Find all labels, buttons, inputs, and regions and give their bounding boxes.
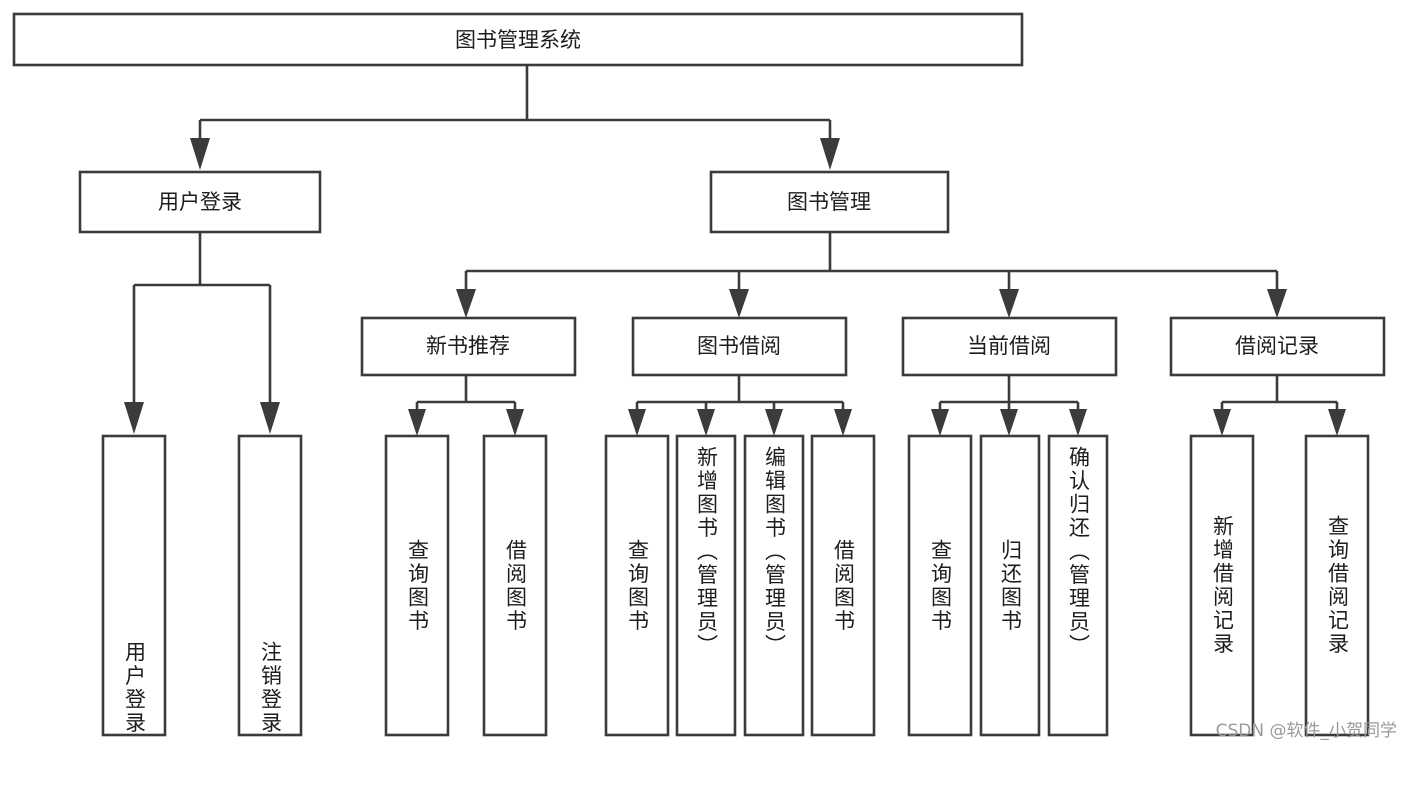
arrowhead-leaf-borrow-book-2: [834, 409, 852, 436]
node-book-borrow[interactable]: 图书借阅: [631, 316, 848, 377]
leaf-confirm-return-box[interactable]: [1047, 434, 1109, 737]
arrowhead-leaf-query-record: [1328, 409, 1346, 436]
node-book-manage-label: 图书管理: [787, 190, 871, 214]
node-user-login[interactable]: 用户登录: [78, 170, 322, 234]
node-new-book-recommend-box[interactable]: [360, 316, 577, 377]
leaf-query-record-box[interactable]: [1304, 434, 1370, 737]
leaf-query-book-1-box[interactable]: [384, 434, 450, 737]
node-book-manage[interactable]: 图书管理: [709, 170, 950, 234]
leaf-borrow-book-2-box[interactable]: [810, 434, 876, 737]
leaf-user-login-box[interactable]: [101, 434, 167, 737]
leaf-add-book-box[interactable]: [675, 434, 737, 737]
arrowhead-book-manage: [820, 138, 840, 170]
node-book-borrow-box[interactable]: [631, 316, 848, 377]
node-new-book-recommend-label: 新书推荐: [426, 334, 510, 358]
arrowhead-leaf-query-book-3: [931, 409, 949, 436]
node-current-borrow[interactable]: 当前借阅: [901, 316, 1118, 377]
node-borrow-record-label: 借阅记录: [1235, 334, 1319, 358]
leaf-boxes: [101, 434, 1370, 737]
node-new-book-recommend[interactable]: 新书推荐: [360, 316, 577, 377]
node-root-box[interactable]: [12, 12, 1024, 67]
arrowhead-user-login: [190, 138, 210, 170]
arrowhead-leaf-confirm-return: [1069, 409, 1087, 436]
node-borrow-record[interactable]: 借阅记录: [1169, 316, 1386, 377]
arrowhead-leaf-return-book: [1000, 409, 1018, 436]
arrowhead-leaf-borrow-book-1: [506, 409, 524, 436]
node-current-borrow-box[interactable]: [901, 316, 1118, 377]
leaf-return-book-box[interactable]: [979, 434, 1041, 737]
arrowhead-leaf-user-logout: [260, 402, 280, 434]
diagram-canvas: 图书管理系统 用户登录 图书管理 新书推荐 图书借阅 当前借阅 借阅记录: [12, 12, 1397, 741]
node-book-manage-box[interactable]: [709, 170, 950, 234]
leaf-borrow-book-1-box[interactable]: [482, 434, 548, 737]
arrowhead-leaf-add-book: [697, 409, 715, 436]
node-borrow-record-box[interactable]: [1169, 316, 1386, 377]
node-book-borrow-label: 图书借阅: [697, 334, 781, 358]
arrowhead-bookborrow: [729, 289, 749, 318]
arrowhead-leaf-edit-book: [765, 409, 783, 436]
arrowhead-leaf-query-book-1: [408, 409, 426, 436]
leaf-query-book-2-box[interactable]: [604, 434, 670, 737]
arrowhead-borrowrecord: [1267, 289, 1287, 318]
arrowhead-newbook: [456, 289, 476, 318]
node-root[interactable]: 图书管理系统: [12, 12, 1024, 67]
node-user-login-label: 用户登录: [158, 190, 242, 214]
node-user-login-box[interactable]: [78, 170, 322, 234]
arrowhead-leaf-add-record: [1213, 409, 1231, 436]
arrowheads: [124, 138, 1346, 436]
arrowhead-leaf-user-login: [124, 402, 144, 434]
node-current-borrow-label: 当前借阅: [967, 334, 1051, 358]
leaf-user-logout-box[interactable]: [237, 434, 303, 737]
arrowhead-currentborrow: [999, 289, 1019, 318]
arrowhead-leaf-query-book-2: [628, 409, 646, 436]
leaf-query-book-3-box[interactable]: [907, 434, 973, 737]
leaf-add-record-box[interactable]: [1189, 434, 1255, 737]
node-root-label: 图书管理系统: [455, 28, 581, 52]
org-chart-svg: 图书管理系统 用户登录 图书管理 新书推荐 图书借阅 当前借阅 借阅记录: [12, 12, 1386, 737]
leaf-edit-book-box[interactable]: [743, 434, 805, 737]
